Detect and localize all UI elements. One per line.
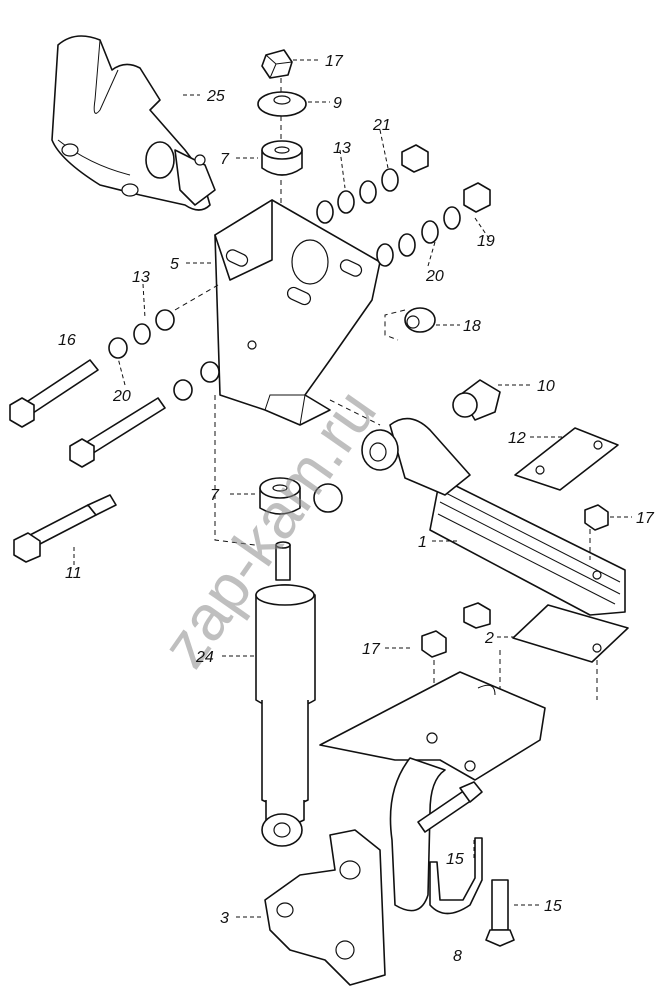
part-15-u-bolt [429, 837, 483, 915]
callout-17: 17 [325, 53, 344, 70]
part-1-leaf-spring [361, 417, 626, 616]
leader-lines [73, 59, 632, 918]
washer-set-upper-right [316, 144, 429, 224]
callout-20: 20 [425, 268, 444, 285]
part-8-u-bolt [389, 757, 446, 912]
callout-7-lower: 7 [210, 487, 220, 504]
callout-3: 3 [220, 910, 229, 927]
part-8-spring-plate [319, 671, 546, 781]
callout-5: 5 [170, 256, 179, 273]
part-9-washer [257, 91, 307, 117]
part-15-bolt-right [485, 879, 515, 947]
callout-17-lower: 17 [362, 641, 381, 658]
part-10-silent-block [452, 379, 501, 421]
callout-8: 8 [453, 948, 462, 965]
part-5-spring-bracket [214, 199, 381, 426]
part-25-cab-bracket [51, 35, 216, 211]
callout-18: 18 [463, 318, 481, 335]
part-2-pad [512, 604, 629, 663]
part-17-nut-mid [463, 602, 491, 629]
part-7-rubber-cushion-bottom [259, 477, 301, 515]
callout-13: 13 [333, 140, 351, 157]
callout-19: 19 [477, 233, 495, 250]
callout-7: 7 [220, 151, 230, 168]
bolt-center [417, 781, 483, 833]
callout-21: 21 [372, 117, 391, 134]
callout-10: 10 [537, 378, 555, 395]
part-17-nut-right [584, 504, 609, 531]
part-24-shock-absorber [255, 541, 316, 847]
callout-16: 16 [58, 332, 76, 349]
callout-20-left: 20 [112, 388, 131, 405]
callout-15-right: 15 [544, 898, 562, 915]
callout-12: 12 [508, 430, 526, 447]
part-16-bolt-lower [69, 397, 166, 468]
part-7-rubber-cushion-top [261, 140, 303, 176]
callout-labels: 17 9 25 21 7 13 5 19 20 13 16 18 10 20 1… [58, 53, 655, 965]
callout-25: 25 [206, 88, 225, 105]
callout-2: 2 [484, 630, 494, 647]
part-11-bolt [13, 494, 117, 563]
callout-9: 9 [333, 95, 342, 112]
bushing-under-eye [313, 483, 343, 513]
part-18-bushing [404, 307, 436, 333]
part-12-plate [514, 427, 619, 491]
part-3-spring-bracket-lower [264, 829, 386, 986]
part-16-bolt [9, 359, 99, 428]
part-17-nut-lower [421, 630, 447, 658]
washer-set-left [108, 309, 220, 401]
callout-24: 24 [195, 649, 214, 666]
callout-13-left: 13 [132, 269, 150, 286]
part-17-nut-top [261, 49, 293, 79]
callout-17-right: 17 [636, 510, 655, 527]
washer-set-mid-right [376, 182, 491, 267]
callout-1: 1 [418, 534, 427, 551]
callout-15: 15 [446, 851, 464, 868]
callout-11: 11 [65, 565, 82, 582]
